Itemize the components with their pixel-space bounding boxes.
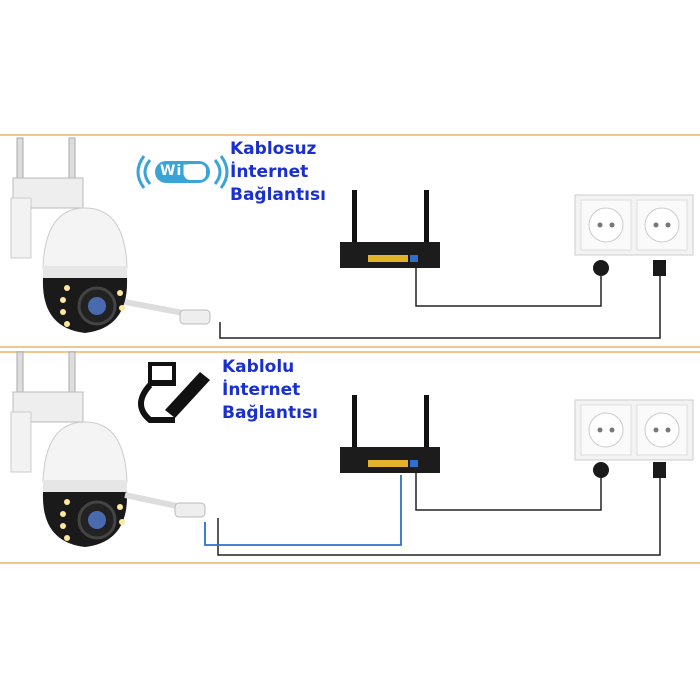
wireless-connection-label: Kablosuz İnternet Bağlantısı [230,138,326,207]
wired-title-line2: İnternet [222,380,301,400]
router-power-cable [415,473,602,511]
power-adapter-square [653,260,666,276]
wired-title-line1: Kablolu [222,357,295,377]
power-adapter-round [593,462,609,478]
camera-wireless [9,136,129,335]
wired-connection-label: Kablolu İnternet Bağlantısı [222,356,318,425]
camera-cable [124,299,211,325]
camera-wired [9,350,129,549]
camera-power-cable [219,276,661,339]
power-adapter-round [593,260,609,276]
wall-sockets [574,194,694,256]
camera-power-cable [217,478,661,556]
wired-title-line3: Bağlantısı [222,403,318,423]
wifi-icon [136,155,229,189]
bottom-divider [0,562,700,564]
middle-divider-bottom [0,351,700,353]
wireless-title-line1: Kablosuz [230,139,317,159]
middle-divider-top [0,346,700,348]
camera-cable-wired [124,492,206,518]
ethernet-cable [204,475,402,546]
wireless-title-line3: Bağlantısı [230,185,326,205]
router-power-cable [415,268,602,307]
wifi-logo-text: WiFi [160,163,199,179]
power-adapter-square [653,462,666,478]
wall-sockets-wired [574,399,694,461]
wireless-title-line2: İnternet [230,162,309,182]
router-wired [340,395,440,473]
top-divider [0,134,700,136]
router-wireless [340,190,440,268]
ethernet-icon [138,362,210,423]
